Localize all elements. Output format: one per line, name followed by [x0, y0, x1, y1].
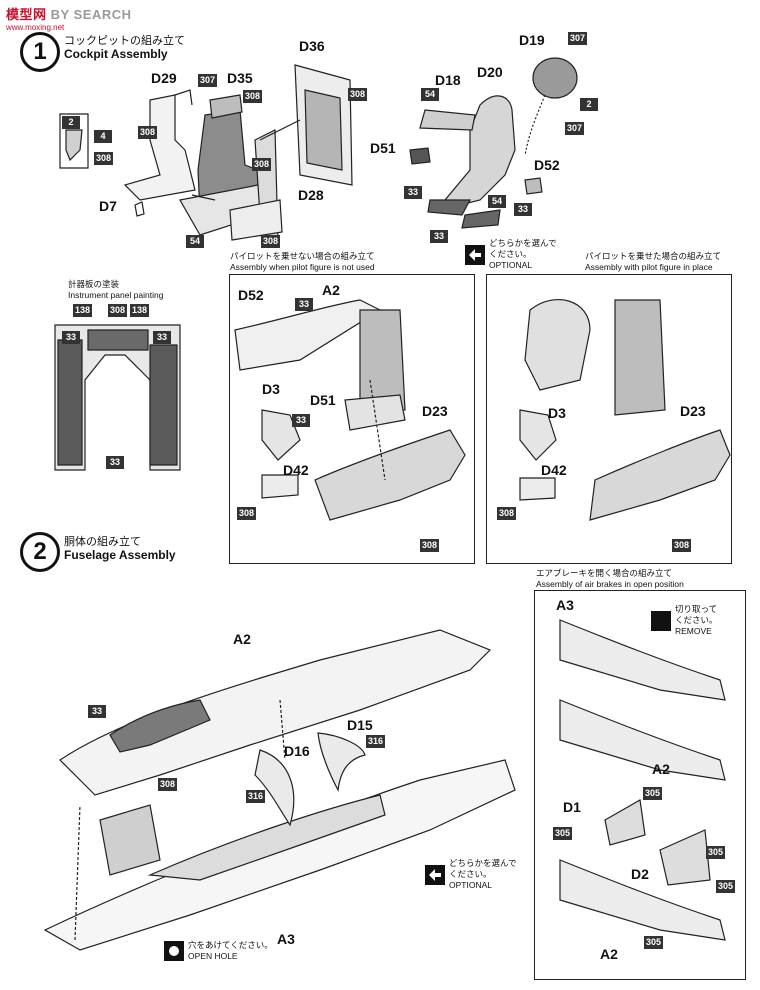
paint-badge-305: 305 [716, 880, 736, 893]
cut-remove-icon [651, 610, 671, 631]
part-label-d1: D1 [563, 799, 581, 815]
step-1-title-en: Cockpit Assembly [64, 47, 168, 61]
paint-badge-308: 308 [672, 539, 692, 552]
arrow-choice-icon [465, 244, 485, 265]
part-label-d19: D19 [519, 32, 545, 48]
paint-badge-33: 33 [153, 331, 171, 344]
paint-badge-316: 316 [246, 790, 266, 803]
part-label-d51: D51 [370, 140, 396, 156]
part-label-a2: A2 [233, 631, 251, 647]
part-label-d23: D23 [422, 403, 448, 419]
paint-badge-308: 308 [94, 152, 114, 165]
part-label-a2: A2 [652, 761, 670, 777]
watermark-logo: 模型网 BY SEARCH www.moxing.net [6, 7, 132, 32]
part-label-d42: D42 [283, 462, 309, 478]
drill-hole-icon [164, 941, 184, 961]
paint-badge-33: 33 [404, 186, 422, 199]
part-label-d18: D18 [435, 72, 461, 88]
remove-note: 切り取って ください。 REMOVE [651, 604, 718, 637]
airbrake-title-jp: エアブレーキを開く場合の組み立て [536, 568, 673, 578]
no-pilot-title-en: Assembly when pilot figure is not used [230, 262, 375, 272]
paint-badge-308: 308 [243, 90, 263, 103]
paint-badge-316: 316 [366, 735, 386, 748]
part-label-d16: D16 [284, 743, 310, 759]
part-label-d2: D2 [631, 866, 649, 882]
paint-badge-33: 33 [295, 298, 313, 311]
paint-badge-33: 33 [430, 230, 448, 243]
arrow-choice-icon [425, 864, 445, 885]
paint-badge-307: 307 [565, 122, 585, 135]
part-label-d28: D28 [298, 187, 324, 203]
part-label-d20: D20 [477, 64, 503, 80]
instrument-title-en: Instrument panel painting [68, 290, 164, 300]
airbrake-title-en: Assembly of air brakes in open position [536, 579, 684, 589]
paint-badge-2: 2 [580, 98, 598, 111]
part-label-d35: D35 [227, 70, 253, 86]
airbrake-panel [534, 590, 746, 980]
paint-badge-308: 308 [237, 507, 257, 520]
part-label-a3: A3 [556, 597, 574, 613]
part-label-d51: D51 [310, 392, 336, 408]
paint-badge-305: 305 [553, 827, 573, 840]
paint-badge-308: 308 [158, 778, 178, 791]
part-label-d3: D3 [262, 381, 280, 397]
step-1-title-jp: コックピットの組み立て [64, 35, 185, 47]
with-pilot-title-jp: パイロットを乗せた場合の組み立て [585, 251, 722, 261]
part-label-d15: D15 [347, 717, 373, 733]
paint-badge-308: 308 [497, 507, 517, 520]
paint-badge-4: 4 [94, 130, 112, 143]
optional-note-top: どちらかを選んで ください。 OPTIONAL [465, 238, 557, 271]
part-label-d42: D42 [541, 462, 567, 478]
paint-badge-308: 308 [252, 158, 272, 171]
paint-badge-33: 33 [514, 203, 532, 216]
part-label-d36: D36 [299, 38, 325, 54]
paint-badge-307: 307 [568, 32, 588, 45]
step-2-number: 2 [20, 532, 60, 572]
paint-badge-308: 308 [420, 539, 440, 552]
with-pilot-title-en: Assembly with pilot figure in place [585, 262, 713, 272]
part-label-d52: D52 [534, 157, 560, 173]
paint-badge-308: 308 [261, 235, 281, 248]
paint-badge-308: 308 [108, 304, 128, 317]
paint-badge-2: 2 [62, 116, 80, 129]
paint-badge-138: 138 [73, 304, 93, 317]
paint-badge-33: 33 [88, 705, 106, 718]
paint-badge-54: 54 [421, 88, 439, 101]
part-label-a2: A2 [322, 282, 340, 298]
paint-badge-54: 54 [488, 195, 506, 208]
part-label-d23: D23 [680, 403, 706, 419]
paint-badge-305: 305 [643, 787, 663, 800]
paint-badge-305: 305 [706, 846, 726, 859]
paint-badge-308: 308 [348, 88, 368, 101]
step-2-title-jp: 胴体の組み立て [64, 536, 141, 548]
paint-badge-138: 138 [130, 304, 150, 317]
paint-badge-305: 305 [644, 936, 664, 949]
paint-badge-307: 307 [198, 74, 218, 87]
no-pilot-panel [229, 274, 475, 564]
part-label-d52: D52 [238, 287, 264, 303]
step-2-title-en: Fuselage Assembly [64, 548, 176, 562]
instrument-title-jp: 計器板の塗装 [68, 279, 120, 289]
step-1-number: 1 [20, 32, 60, 72]
part-label-a3: A3 [277, 931, 295, 947]
part-label-d29: D29 [151, 70, 177, 86]
part-label-d3: D3 [548, 405, 566, 421]
part-label-d7: D7 [99, 198, 117, 214]
optional-note-bottom: どちらかを選んで ください。 OPTIONAL [425, 858, 517, 891]
paint-badge-33: 33 [106, 456, 124, 469]
paint-badge-33: 33 [292, 414, 310, 427]
open-hole-note: 穴をあけてください。 OPEN HOLE [164, 940, 273, 962]
paint-badge-33: 33 [62, 331, 80, 344]
no-pilot-title-jp: パイロットを乗せない場合の組み立て [230, 251, 375, 261]
with-pilot-panel [486, 274, 732, 564]
paint-badge-308: 308 [138, 126, 158, 139]
paint-badge-54: 54 [186, 235, 204, 248]
part-label-a2: A2 [600, 946, 618, 962]
